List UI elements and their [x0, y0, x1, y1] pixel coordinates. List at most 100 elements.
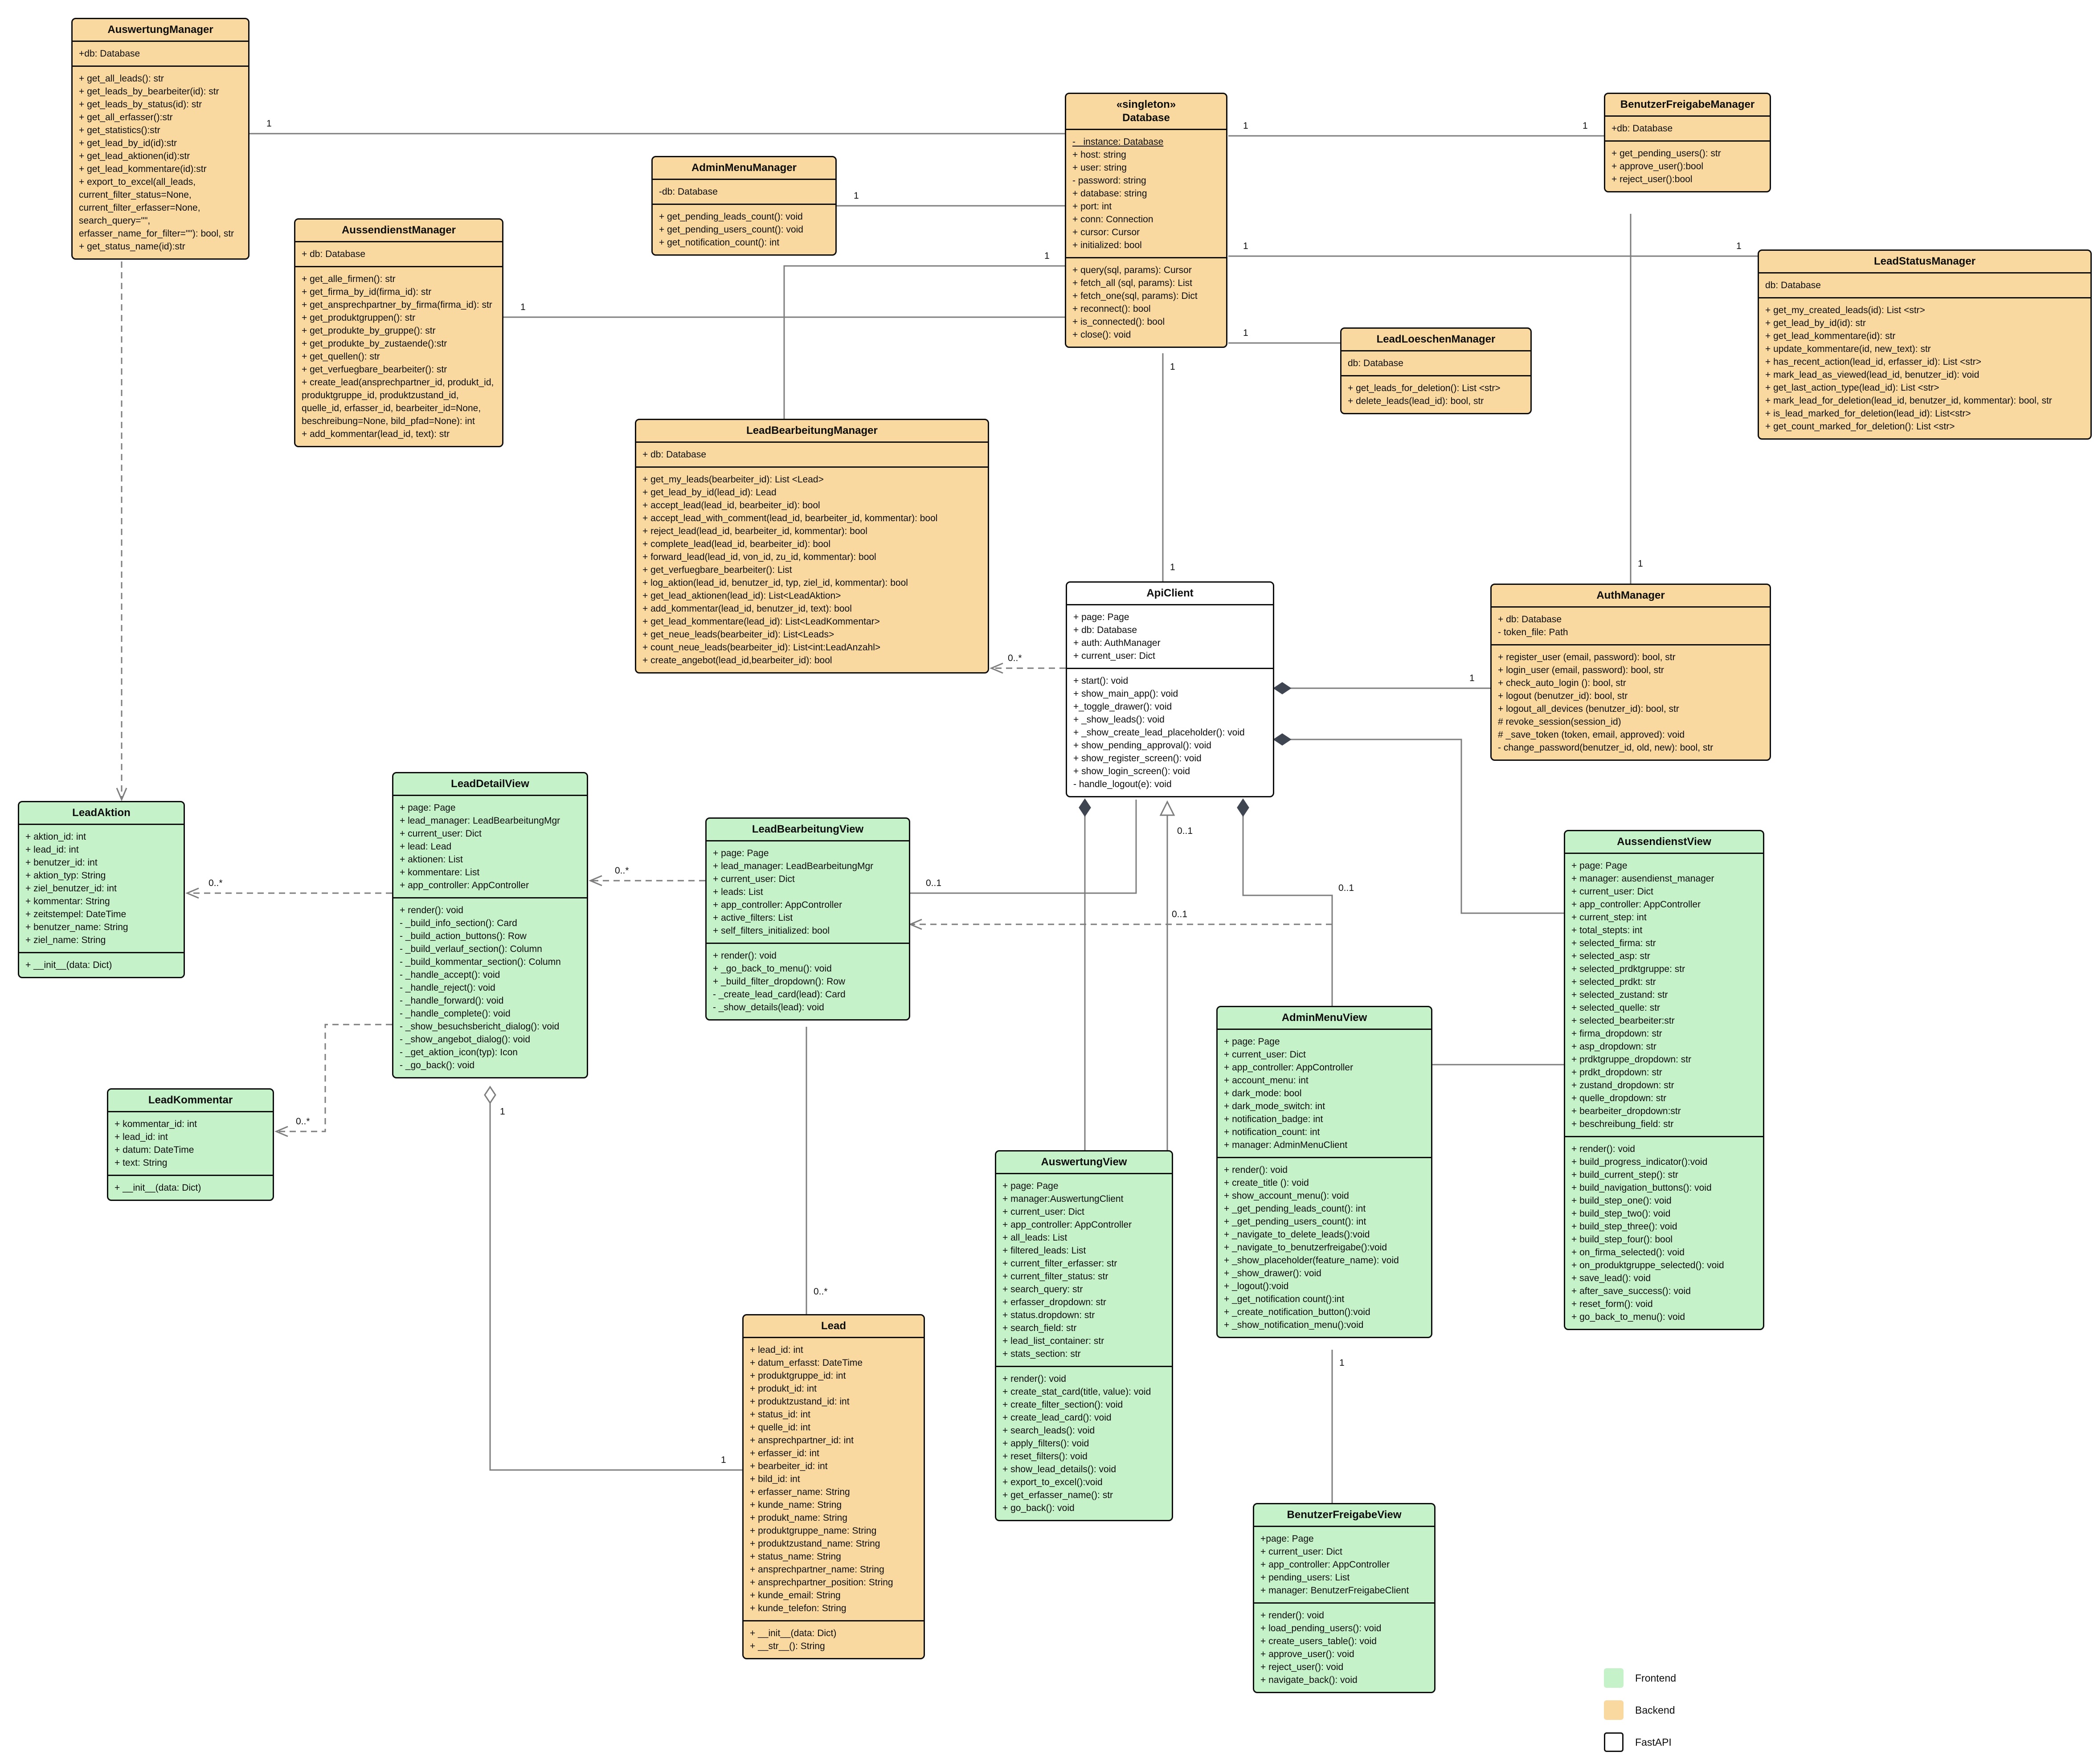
multiplicity-label: 0..1 [1172, 909, 1187, 919]
attributes-section: + db: Database [636, 443, 988, 468]
class-box-Lead[interactable]: Lead+ lead_id: int+ datum_erfasst: DateT… [742, 1314, 925, 1659]
class-title: «singleton»Database [1066, 94, 1226, 130]
attribute-line: + app_controller: AppController [1002, 1220, 1132, 1230]
methods-section: + __init__(data: Dict)+ __str__(): Strin… [744, 1621, 924, 1658]
method-line: + create_lead_card(): void [1002, 1413, 1112, 1423]
method-line: + start(): void [1073, 676, 1129, 686]
class-box-AussendienstView[interactable]: AussendienstView+ page: Page+ manager: a… [1564, 830, 1764, 1330]
edge-leaddetailview-leadkommentar [276, 1024, 392, 1132]
attributes-section: db: Database [1341, 351, 1530, 376]
class-box-AuthManager[interactable]: AuthManager+ db: Database- token_file: P… [1490, 584, 1771, 761]
class-title: LeadKommentar [108, 1090, 273, 1112]
attribute-line: + total_stepts: int [1571, 925, 1643, 935]
method-line: + get_lead_by_id(lead_id): Lead [642, 487, 777, 498]
method-line: + login_user (email, password): bool, st… [1498, 665, 1664, 675]
class-name: LeadDetailView [451, 778, 529, 790]
attribute-line: + notification_badge: int [1224, 1114, 1323, 1124]
class-box-AussendienstManager[interactable]: AussendienstManager + db: Database + get_a… [294, 218, 503, 447]
class-box-LeadAktion[interactable]: LeadAktion+ aktion_id: int+ lead_id: int… [18, 801, 185, 978]
leaddetailview-leadaktion-arrow-open-marker [185, 887, 199, 899]
attribute-line: + ziel_benutzer_id: int [25, 883, 117, 894]
methods-section: + render(): void+ create_title (): void+… [1218, 1158, 1431, 1337]
attribute-line: + pending_users: List [1260, 1572, 1350, 1583]
auswertungmanager-leadaktion-arrow-open-marker [116, 788, 127, 801]
method-line: + _show_leads(): void [1073, 715, 1165, 725]
attribute-line: + current_user: Dict [1002, 1207, 1084, 1217]
class-box-Database[interactable]: «singleton»Database- _instance: Database… [1065, 93, 1227, 348]
class-box-LeadDetailView[interactable]: LeadDetailView+ page: Page+ lead_manager… [392, 772, 588, 1078]
method-line: # _save_token (token, email, approved): … [1498, 730, 1685, 740]
attribute-line: + datum: DateTime [115, 1145, 194, 1155]
method-line: + export_to_excel():void [1002, 1477, 1103, 1487]
class-name: AuthManager [1596, 589, 1665, 601]
class-box-AuswertungView[interactable]: AuswertungView+ page: Page+ manager:Ausw… [995, 1150, 1173, 1521]
attribute-line: - token_file: Path [1498, 627, 1568, 637]
method-line: + _navigate_to_benutzerfreigabe():void [1224, 1242, 1387, 1253]
multiplicity-label: 1 [1243, 121, 1248, 131]
class-box-LeadBearbeitungManager[interactable]: LeadBearbeitungManager+ db: Database+ ge… [635, 419, 989, 674]
attribute-line: + current_user: Dict [1260, 1547, 1342, 1557]
method-line: + has_recent_action(lead_id, erfasser_id… [1765, 357, 1982, 367]
class-box-LeadBearbeitungView[interactable]: LeadBearbeitungView+ page: Page+ lead_ma… [705, 817, 910, 1021]
attribute-line: + prdkt_dropdown: str [1571, 1067, 1662, 1078]
class-box-ApiClient[interactable]: ApiClient+ page: Page+ db: Database+ aut… [1066, 581, 1274, 797]
method-line: + show_main_app(): void [1073, 689, 1178, 699]
method-line: - _handle_reject(): void [400, 983, 495, 993]
legend-label: FastAPI [1635, 1736, 1672, 1748]
attribute-line: + selected_quelle: str [1571, 1003, 1660, 1013]
method-line: + _get_pending_leads_count(): int [1224, 1204, 1366, 1214]
attribute-line: + db: Database [302, 249, 366, 259]
attribute-line: + zeitstempel: DateTime [25, 909, 127, 919]
multiplicity-label: 1 [1339, 1358, 1345, 1368]
method-line: + build_step_three(): void [1571, 1221, 1677, 1232]
method-line: + render(): void [713, 951, 777, 961]
method-line: + build_step_four(): bool [1571, 1234, 1673, 1245]
class-box-BenutzerFreigabeView[interactable]: BenutzerFreigabeView+page: Page+ current… [1253, 1503, 1436, 1693]
method-line: + add_kommentar(lead_id, text): str [302, 429, 450, 439]
legend-item-backend: Backend [1604, 1700, 1675, 1720]
methods-section: + register_user (email, password): bool,… [1492, 645, 1770, 760]
attribute-line: + all_leads: List [1002, 1233, 1067, 1243]
multiplicity-label: 1 [520, 302, 526, 312]
method-line: + accept_lead_with_comment(lead_id, bear… [642, 513, 938, 523]
class-box-LeadKommentar[interactable]: LeadKommentar+ kommentar_id: int+ lead_i… [107, 1088, 274, 1201]
attribute-line: + cursor: Cursor [1072, 227, 1140, 237]
class-box-AuswertungManager[interactable]: AuswertungManager+db: Database+ get_all_… [71, 18, 249, 260]
method-line: + export_to_excel(all_leads, current_fil… [79, 177, 234, 239]
class-title: AuswertungView [996, 1152, 1172, 1174]
attribute-line: + dark_mode: bool [1224, 1088, 1302, 1098]
attribute-line: + selected_firma: str [1571, 938, 1656, 948]
method-line: + approve_user(): void [1260, 1649, 1354, 1659]
attributes-section: + page: Page+ db: Database+ auth: AuthMa… [1067, 605, 1273, 669]
class-name: BenutzerFreigabeView [1287, 1509, 1402, 1521]
apiclient-auswertungview-diamond-filled-marker [1079, 798, 1091, 817]
method-line: + show_pending_approval(): void [1073, 740, 1211, 751]
methods-section: + render(): void+ build_progress_indicat… [1565, 1137, 1763, 1329]
method-line: + get_leads_for_deletion(): List <str> [1348, 383, 1501, 393]
attribute-line: + app_controller: AppController [1260, 1560, 1390, 1570]
multiplicity-label: 1 [1736, 241, 1742, 251]
methods-section: + __init__(data: Dict) [108, 1176, 273, 1200]
methods-section: + __init__(data: Dict) [19, 953, 184, 977]
attribute-line: + initialized: bool [1072, 240, 1142, 250]
class-box-AdminMenuView[interactable]: AdminMenuView+ page: Page+ current_user:… [1216, 1006, 1432, 1338]
attribute-line: + page: Page [1073, 612, 1129, 622]
method-line: + get_ansprechpartner_by_firma(firma_id)… [302, 300, 492, 310]
attributes-section: +db: Database [73, 42, 248, 67]
class-stereotype: «singleton» [1116, 98, 1176, 110]
multiplicity-label: 0..* [209, 878, 223, 888]
backend-color-swatch [1604, 1700, 1624, 1720]
method-line: + get_pending_users(): str [1611, 148, 1721, 159]
class-title: AussendienstManager [295, 220, 502, 242]
attributes-section: + page: Page+ manager:AuswertungClient+ … [996, 1174, 1172, 1367]
method-line: + load_pending_users(): void [1260, 1623, 1382, 1633]
class-box-AdminMenuManager[interactable]: AdminMenuManager-db: Database+ get_pendi… [651, 156, 837, 256]
method-line: + create_angebot(lead_id,bearbeiter_id):… [642, 655, 832, 666]
attribute-line: db: Database [1765, 280, 1821, 290]
attribute-line: -db: Database [659, 187, 718, 197]
method-line: + update_kommentare(id, new_text): str [1765, 344, 1931, 354]
class-box-BenutzerFreigabeManager[interactable]: BenutzerFreigabeManager+db: Database+ ge… [1604, 93, 1771, 192]
